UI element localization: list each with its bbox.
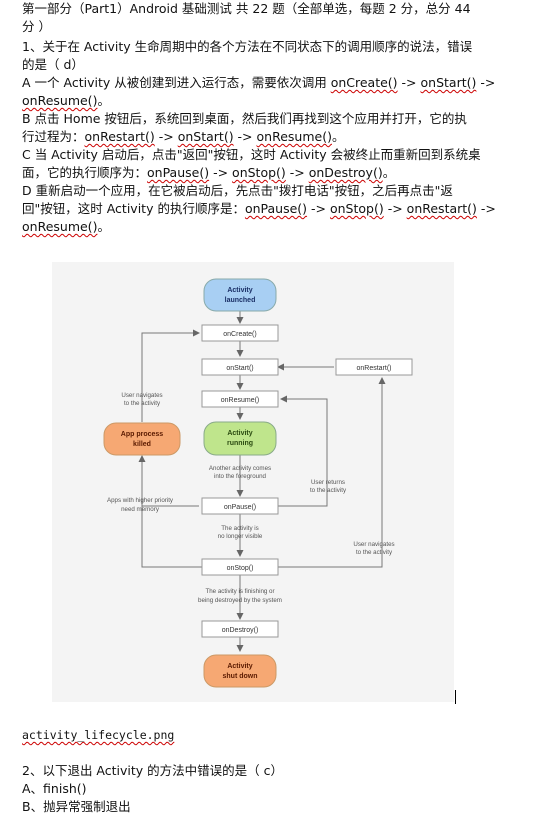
method-name: onRestart() [84, 129, 155, 144]
annotation: need memory [121, 506, 160, 513]
arrow: -> [476, 75, 496, 90]
header-line-cont: 分 ） [22, 19, 51, 34]
arrow: -> [397, 75, 421, 90]
node-activity-running [203, 421, 277, 456]
node-activity-shut-down [203, 654, 277, 688]
node-label: Activity [227, 287, 252, 294]
node-app-process-killed [103, 422, 181, 456]
connectors [138, 311, 386, 652]
method-name: onStop() [232, 165, 286, 180]
header-line: 第一部分（Part1）Android 基础测试 共 22 题（全部单选，每题 2… [22, 1, 471, 16]
arrow: -> [383, 201, 407, 216]
annotation: to the activity [124, 400, 161, 407]
q2-option-a: A、finish() [22, 781, 87, 796]
arrow: -> [476, 201, 496, 216]
method-name: onDestroy() [308, 165, 383, 180]
node-label: App process [121, 431, 164, 438]
method-name: onPause() [244, 201, 308, 216]
text-cursor [455, 690, 456, 704]
box-onstop [201, 558, 279, 576]
box-ondestroy [201, 620, 279, 638]
arrow: -> [154, 129, 178, 144]
annotation: User navigates [353, 541, 394, 548]
annotation: to the activity [356, 549, 393, 556]
text: 面，它的执行顺序为： [22, 165, 148, 180]
node-label: launched [225, 297, 256, 304]
node-activity-launched [203, 278, 277, 312]
method-name: onPause() [147, 165, 210, 180]
q2-stem: 2、以下退出 Activity 的方法中错误的是（ c） [22, 763, 283, 778]
node-label: running [227, 440, 253, 447]
annotation: The activity is [221, 525, 258, 532]
text: 行过程为： [22, 129, 85, 144]
lifecycle-svg: Activity launched Activity running App p… [103, 278, 413, 688]
q1-option-b: B 点击 Home 按钮后，系统回到桌面，然后我们再找到这个应用并打开，它的执 [22, 111, 467, 126]
method-name: onRestart() [406, 201, 477, 216]
annotation: Another activity comes [209, 465, 271, 472]
q1-option-a: A 一个 Activity 从被创建到进入运行态，需要依次调用 onCreate… [22, 74, 495, 92]
box-onstart [201, 358, 279, 376]
q1-stem: 1、关于在 Activity 生命周期中的各个方法在不同状态下的调用顺序的说法，… [22, 39, 473, 54]
annotation: User returns [311, 479, 345, 486]
node-label: shut down [223, 673, 258, 680]
box-onrestart [335, 358, 413, 376]
annotation: Apps with higher priority [107, 497, 174, 504]
q1-option-c-cont: 面，它的执行顺序为：onPause() -> onStop() -> onDes… [22, 164, 395, 182]
arrow: -> [233, 129, 257, 144]
annotation: being destroyed by the system [198, 597, 282, 604]
box-label: onResume() [221, 397, 260, 404]
image-caption: activity_lifecycle.png [22, 726, 174, 744]
box-label: onStop() [227, 565, 254, 572]
node-label: killed [133, 441, 151, 448]
text: A 一个 Activity 从被创建到进入运行态，需要依次调用 [22, 75, 331, 90]
text: 。 [382, 165, 396, 180]
box-label: onPause() [224, 504, 256, 511]
q1-option-c: C 当 Activity 启动后，点击"返回"按钮，这时 Activity 会被… [22, 147, 481, 162]
box-onpause [201, 497, 279, 515]
q1-option-a-cont: onResume()。 [22, 92, 110, 110]
box-label: onStart() [226, 365, 253, 372]
annotation: The activity is finishing or [205, 588, 274, 595]
text: 。 [331, 129, 345, 144]
q2-option-b: B、抛异常强制退出 [22, 799, 131, 814]
activity-lifecycle-diagram: Activity launched Activity running App p… [52, 262, 454, 702]
annotation: User navigates [121, 392, 162, 399]
box-onresume [201, 390, 279, 408]
annotation: into the foreground [214, 473, 267, 480]
method-name: onResume() [22, 93, 98, 108]
method-name: onStart() [177, 129, 234, 144]
caption-text: activity_lifecycle.png [22, 728, 175, 742]
method-name: onResume() [22, 219, 98, 234]
method-name: onStart() [420, 75, 477, 90]
box-label: onDestroy() [222, 627, 259, 634]
q1-option-b-cont: 行过程为：onRestart() -> onStart() -> onResum… [22, 128, 344, 146]
box-label: onRestart() [356, 365, 391, 372]
text: 。 [97, 93, 110, 108]
box-oncreate [201, 324, 279, 342]
node-label: Activity [227, 430, 252, 437]
q1-stem-cont: 的是（ d） [22, 57, 84, 72]
method-name: onCreate() [330, 75, 398, 90]
box-label: onCreate() [223, 331, 256, 338]
annotations: User navigates to the activity Another a… [107, 392, 395, 604]
text: 回"按钮，这时 Activity 的执行顺序是： [22, 201, 245, 216]
annotation: to the activity [310, 487, 347, 494]
arrow: -> [209, 165, 233, 180]
text: 。 [97, 219, 110, 234]
q1-option-d-cont: 回"按钮，这时 Activity 的执行顺序是：onPause() -> onS… [22, 200, 496, 218]
arrow: -> [307, 201, 330, 216]
node-label: Activity [227, 663, 252, 670]
q1-option-d: D 重新启动一个应用，在它被启动后，先点击"拨打电话"按钮，之后再点击"返 [22, 183, 453, 198]
arrow: -> [285, 165, 309, 180]
method-name: onStop() [329, 201, 384, 216]
q1-option-d-cont2: onResume()。 [22, 218, 110, 236]
method-name: onResume() [256, 129, 332, 144]
annotation: no longer visible [218, 533, 263, 540]
